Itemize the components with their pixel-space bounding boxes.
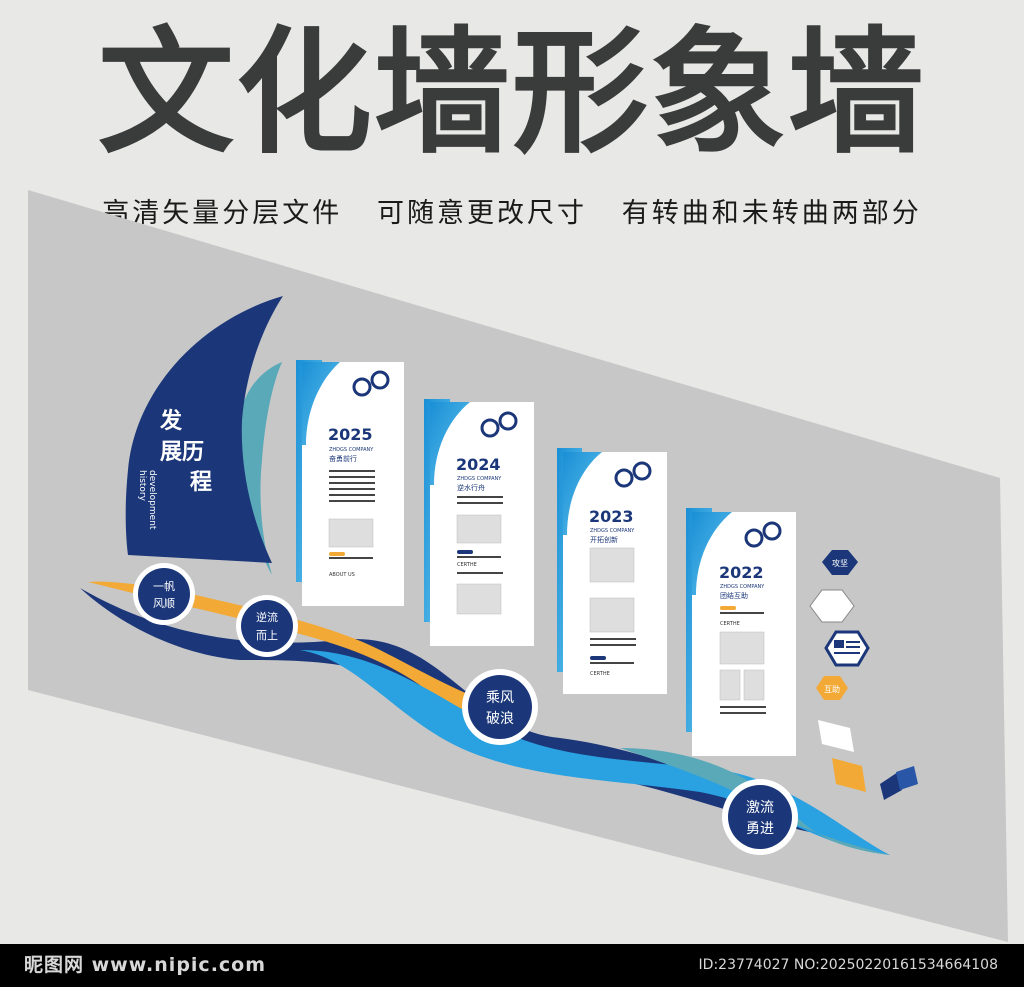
panel-ring-icon <box>744 528 764 548</box>
sail-english-line2: history <box>137 470 147 502</box>
milestone-line1: 一帆 <box>153 579 175 593</box>
milestone-line2: 而上 <box>256 629 278 642</box>
sail-title-line3: 程 <box>190 470 212 495</box>
sail-title-line1: 发 <box>159 408 183 434</box>
sail-english-line1: development <box>147 470 157 530</box>
parallelogram-white-shape <box>818 720 854 752</box>
milestone-line1: 逆流 <box>256 610 278 624</box>
panel-ring-icon <box>614 468 634 488</box>
page-subtitle: 高清矢量分层文件 可随意更改尺寸 有转曲和未转曲两部分 <box>102 198 922 229</box>
panel-heading: 团结互助 <box>720 591 748 600</box>
milestone-line1: 乘风 <box>486 690 514 706</box>
panel-ring-icon <box>370 370 390 390</box>
panel-heading: 开拓创新 <box>590 535 618 544</box>
panel-caption: CERTHE <box>720 621 740 627</box>
panel-company: ZHDGS COMPANY <box>457 476 502 482</box>
milestone-line2: 破浪 <box>486 711 514 727</box>
panel-year: 2023 <box>589 507 634 526</box>
panel-company: ZHDGS COMPANY <box>329 447 374 453</box>
panel-ring-icon <box>498 411 518 431</box>
parallelogram-navy-shape <box>880 772 902 800</box>
panel-year: 2025 <box>328 425 373 444</box>
sail-title-line2: 展历 <box>160 440 204 465</box>
panel-year: 2024 <box>456 455 501 474</box>
hexagon-badge-label: 攻坚 <box>832 558 848 568</box>
panel-heading: 奋勇前行 <box>329 454 357 463</box>
hexagon-white-shape <box>809 589 855 623</box>
milestone-circle: 乘风 破浪 <box>462 669 538 745</box>
timeline-panel: 2024 ZHDGS COMPANY 逆水行舟 CERTHE <box>424 399 534 646</box>
milestone-circle: 逆流 而上 <box>236 595 298 657</box>
timeline-panel: 2023 ZHDGS COMPANY 开拓创新 CERTHE <box>557 448 667 694</box>
hexagon-outline-shape <box>824 630 870 667</box>
footer-id: ID:23774027 NO:20250220161534664108 <box>698 957 998 973</box>
panel-caption: CERTHE <box>590 671 610 677</box>
panel-heading: 逆水行舟 <box>457 483 485 492</box>
parallelogram-orange-shape <box>832 758 866 792</box>
footer-bar: 昵图网 www.nipic.com ID:23774027 NO:2025022… <box>0 944 1024 987</box>
hexagon-badge-label: 互助 <box>824 684 840 694</box>
sail-teal-accent <box>237 362 282 575</box>
milestone-line1: 激流 <box>746 799 774 816</box>
milestone-circle: 一帆 风顺 <box>133 563 195 625</box>
page-title: 文化墙形象墙 <box>98 15 926 173</box>
panel-ring-icon <box>480 418 500 438</box>
hexagon-badge: 攻坚 <box>822 550 858 575</box>
panel-ring-icon <box>762 521 782 541</box>
milestone-line2: 风顺 <box>153 597 175 610</box>
footer-brand: 昵图网 www.nipic.com <box>24 954 267 976</box>
panel-caption: ABOUT US <box>329 572 355 578</box>
sail-main <box>125 296 283 563</box>
hexagon-badge: 互助 <box>816 676 848 700</box>
milestone-line2: 勇进 <box>746 821 774 837</box>
parallelogram-navy-shape <box>896 766 918 790</box>
panel-company: ZHDGS COMPANY <box>720 584 765 590</box>
timeline-panel: 2025 ZHDGS COMPANY 奋勇前行 ABOUT US <box>296 360 404 606</box>
milestone-circle: 激流 勇进 <box>722 779 798 855</box>
panel-ring-icon <box>632 461 652 481</box>
timeline-panel: 2022 ZHDGS COMPANY 团结互助 CERTHE <box>686 508 796 756</box>
culture-wall-scene: 发 展历 程 development history 2025 ZHDGS CO… <box>28 190 1008 942</box>
panel-caption: CERTHE <box>457 562 477 568</box>
panel-ring-icon <box>352 377 372 397</box>
panel-year: 2022 <box>719 563 764 582</box>
panel-company: ZHDGS COMPANY <box>590 528 635 534</box>
